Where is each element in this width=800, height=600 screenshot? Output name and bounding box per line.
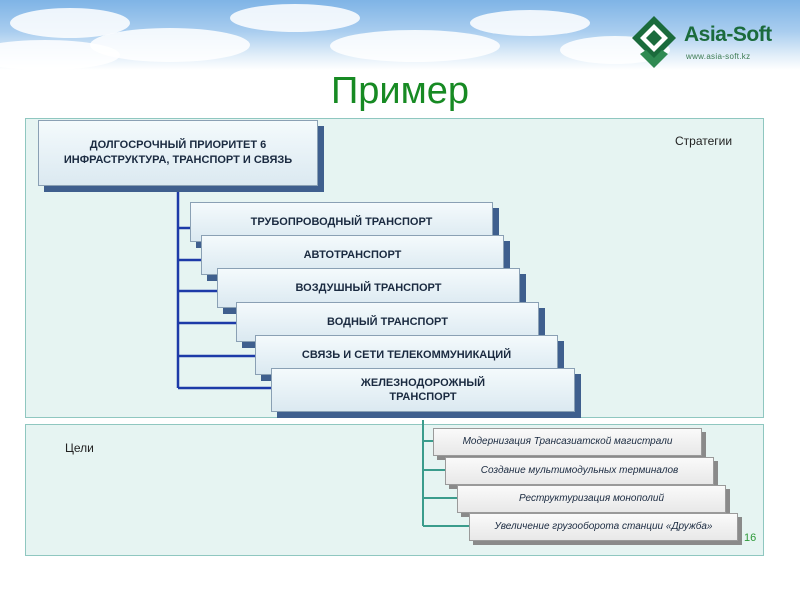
logo-url: www.asia-soft.kz xyxy=(686,52,751,61)
strategy-box-air: ВОЗДУШНЫЙ ТРАНСПОРТ xyxy=(217,268,520,308)
asia-soft-logo-icon xyxy=(632,16,676,68)
goal-box-modernization: Модернизация Трансазиатской магистрали xyxy=(433,428,702,456)
goal-label: Реструктуризация монополий xyxy=(518,493,665,504)
goal-box-restructuring: Реструктуризация монополий xyxy=(457,485,726,513)
page-title: Пример xyxy=(330,70,470,112)
goal-box-druzhba: Увеличение грузооборота станции «Дружба» xyxy=(469,513,738,541)
main-priority-box: ДОЛГОСРОЧНЫЙ ПРИОРИТЕТ 6 ИНФРАСТРУКТУРА,… xyxy=(38,120,318,186)
strategy-label: СВЯЗЬ И СЕТИ ТЕЛЕКОММУНИКАЦИЙ xyxy=(301,349,512,361)
company-logo: Asia-Soft www.asia-soft.kz xyxy=(632,14,800,70)
strategy-label: ЖЕЛЕЗНОДОРОЖНЫЙ ТРАНСПОРТ xyxy=(360,377,486,403)
goal-label: Увеличение грузооборота станции «Дружба» xyxy=(494,521,713,532)
main-priority-line2: ИНФРАСТРУКТУРА, ТРАНСПОРТ И СВЯЗЬ xyxy=(63,154,293,166)
strategies-label: Стратегии xyxy=(675,134,733,148)
page-number: 16 xyxy=(744,532,757,544)
main-priority-line1: ДОЛГОСРОЧНЫЙ ПРИОРИТЕТ 6 xyxy=(89,139,267,151)
logo-title: Asia-Soft xyxy=(684,23,772,46)
strategy-label: ВОДНЫЙ ТРАНСПОРТ xyxy=(327,316,448,328)
strategy-box-railway: ЖЕЛЕЗНОДОРОЖНЫЙ ТРАНСПОРТ xyxy=(271,368,575,412)
goal-label: Создание мультимодульных терминалов xyxy=(480,465,679,476)
strategy-label: АВТОТРАНСПОРТ xyxy=(303,249,402,261)
strategy-label: ВОЗДУШНЫЙ ТРАНСПОРТ xyxy=(295,282,442,294)
goals-label: Цели xyxy=(65,441,94,455)
goal-box-terminals: Создание мультимодульных терминалов xyxy=(445,457,714,485)
strategy-label: ТРУБОПРОВОДНЫЙ ТРАНСПОРТ xyxy=(250,216,433,228)
goal-label: Модернизация Трансазиатской магистрали xyxy=(462,436,673,447)
